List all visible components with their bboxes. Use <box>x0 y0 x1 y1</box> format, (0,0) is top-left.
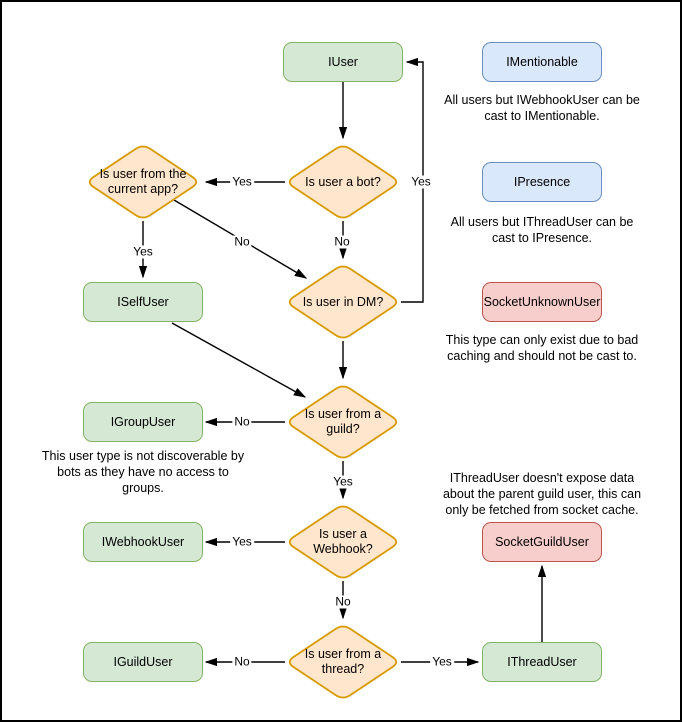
decision-label: Is user a <box>319 527 367 541</box>
diamond-shape <box>88 145 198 219</box>
edge-label-webhook-no: No <box>333 594 353 609</box>
note-line: All users but IThreadUser can be <box>450 215 634 229</box>
decision-label: Is user from a <box>304 647 382 661</box>
decision-label: current app? <box>107 182 179 196</box>
node-iuser: IUser <box>283 42 403 82</box>
note-igroupuser: This user type is not discoverable by bo… <box>28 448 258 496</box>
note-line: This user type is not discoverable by <box>41 449 245 463</box>
node-iguilduser: IGuildUser <box>83 642 203 682</box>
note-line: cast to IMentionable. <box>484 109 600 123</box>
note-line: cast to IPresence. <box>491 231 593 245</box>
edge-label-thread-no: No <box>232 654 252 669</box>
note-imentionable: All users but IWebhookUser can be cast t… <box>427 92 657 124</box>
diamond-shape <box>288 265 398 339</box>
decision-label: thread? <box>321 662 365 676</box>
diamond-shape <box>288 385 398 459</box>
note-line: All users but IWebhookUser can be <box>444 93 640 107</box>
decision-label: Is user from a <box>304 407 382 421</box>
note-line: only be fetched from socket cache. <box>445 503 639 517</box>
edge-label-bot-yes: Yes <box>230 174 254 189</box>
note-line: caching and should not be cast to. <box>447 349 637 363</box>
note-line: groups. <box>122 481 164 495</box>
node-iselfuser: ISelfUser <box>83 282 203 322</box>
node-ipresence: IPresence <box>482 162 602 202</box>
decision-label: Webhook? <box>313 542 373 556</box>
note-line: about the parent guild user, this can <box>442 487 642 501</box>
note-ipresence: All users but IThreadUser can be cast to… <box>427 214 657 246</box>
note-line: This type can only exist due to bad <box>445 333 639 347</box>
decision-is-user-a-webhook: Is user a Webhook? <box>285 503 401 581</box>
edge-label-guild-yes: Yes <box>331 474 355 489</box>
decision-is-user-in-dm: Is user in DM? <box>285 263 401 341</box>
edge-label-dm-yes: Yes <box>409 174 433 189</box>
decision-label: guild? <box>326 422 360 436</box>
decision-label: Is user in DM? <box>302 294 384 309</box>
diamond-shape <box>288 625 398 699</box>
decision-is-user-from-guild: Is user from a guild? <box>285 383 401 461</box>
note-line: bots as they have no access to <box>57 465 229 479</box>
node-ithreaduser: IThreadUser <box>482 642 602 682</box>
diamond-shape <box>288 505 398 579</box>
edge-label-thread-yes: Yes <box>430 654 454 669</box>
node-socketunknownuser: SocketUnknownUser <box>482 282 602 322</box>
note-socketguilduser: IThreadUser doesn't expose data about th… <box>427 470 657 518</box>
edge-label-currentapp-yes: Yes <box>131 244 155 259</box>
edge-label-webhook-yes: Yes <box>230 534 254 549</box>
decision-is-user-from-current-app: Is user from the current app? <box>85 143 201 221</box>
diamond-shape <box>288 145 398 219</box>
edge-label-guild-no: No <box>232 414 252 429</box>
node-imentionable: IMentionable <box>482 42 602 82</box>
decision-is-user-from-thread: Is user from a thread? <box>285 623 401 701</box>
node-iwebhookuser: IWebhookUser <box>83 522 203 562</box>
node-igroupuser: IGroupUser <box>83 402 203 442</box>
node-socketguilduser: SocketGuildUser <box>482 522 602 562</box>
decision-is-user-a-bot: Is user a bot? <box>285 143 401 221</box>
edge-label-currentapp-no: No <box>232 234 252 249</box>
note-socketunknownuser: This type can only exist due to bad cach… <box>427 332 657 364</box>
decision-label: Is user a bot? <box>305 174 381 189</box>
edge-iselfuser-to-isguild <box>171 322 307 398</box>
note-line: IThreadUser doesn't expose data <box>449 471 635 485</box>
decision-label: Is user from the <box>99 167 187 181</box>
edge-label-bot-no: No <box>332 234 352 249</box>
